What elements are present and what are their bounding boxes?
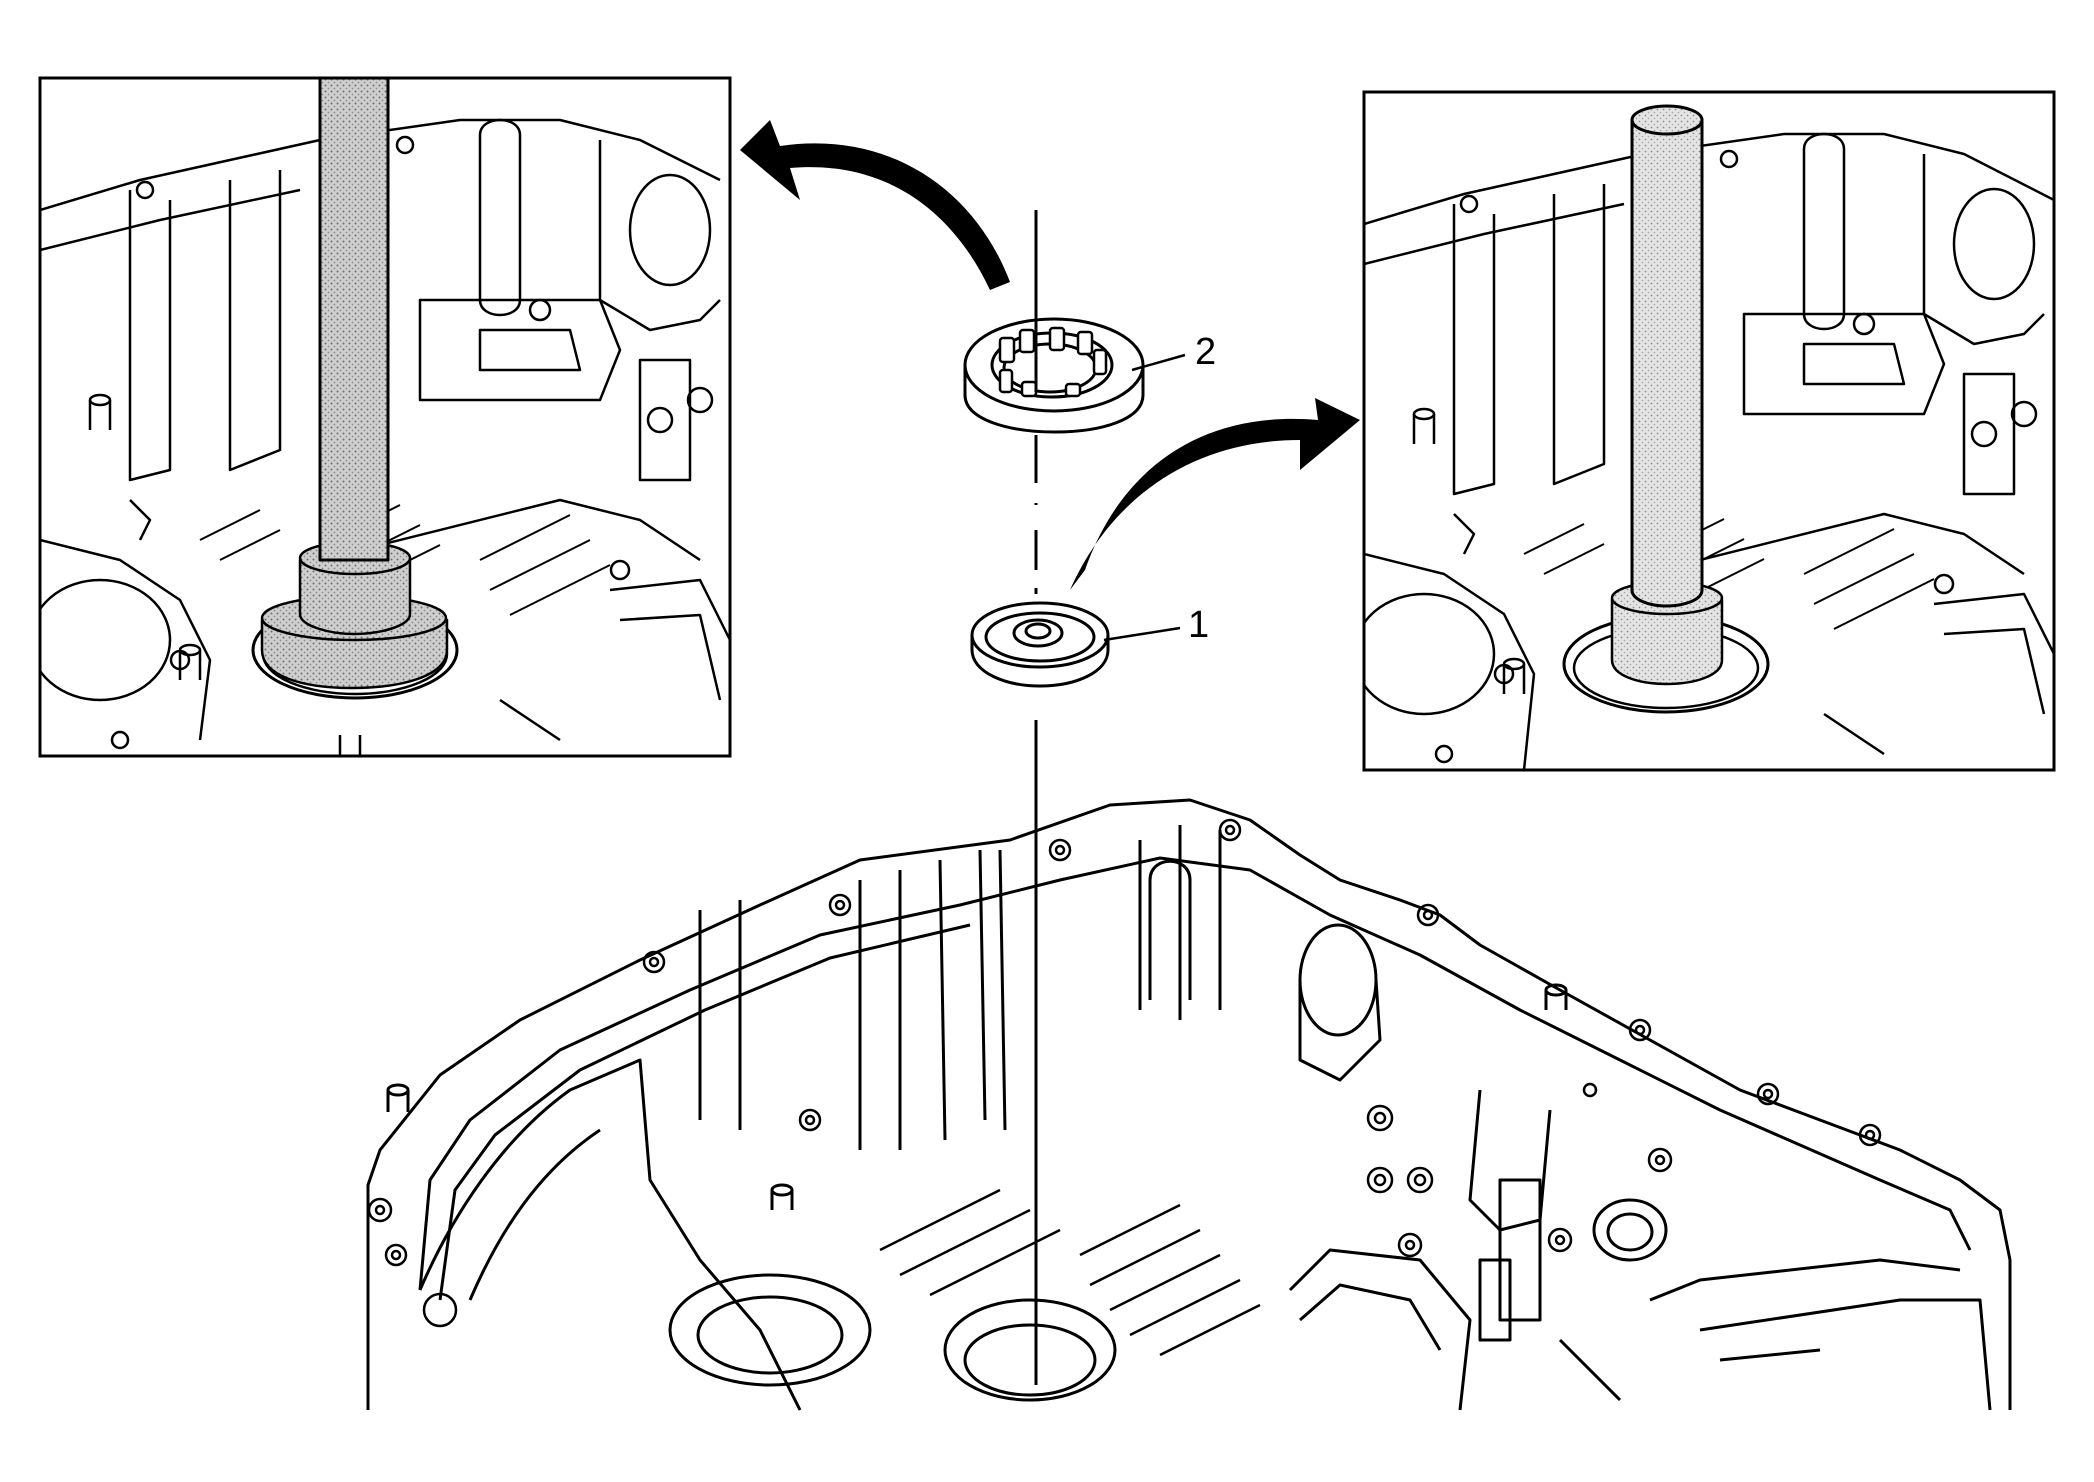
transmission-case bbox=[366, 798, 2012, 1411]
callout-leaders bbox=[1103, 353, 1186, 642]
callout-label-2: 2 bbox=[1195, 331, 1216, 373]
left-inset-panel bbox=[38, 76, 732, 758]
arrow-to-right-inset bbox=[1070, 398, 1360, 590]
roller-bearing-part bbox=[963, 310, 1145, 434]
arrow-to-left-inset bbox=[740, 120, 1010, 290]
right-inset-panel bbox=[1362, 90, 2056, 772]
seal-part bbox=[970, 601, 1110, 688]
callout-label-1: 1 bbox=[1188, 604, 1209, 646]
